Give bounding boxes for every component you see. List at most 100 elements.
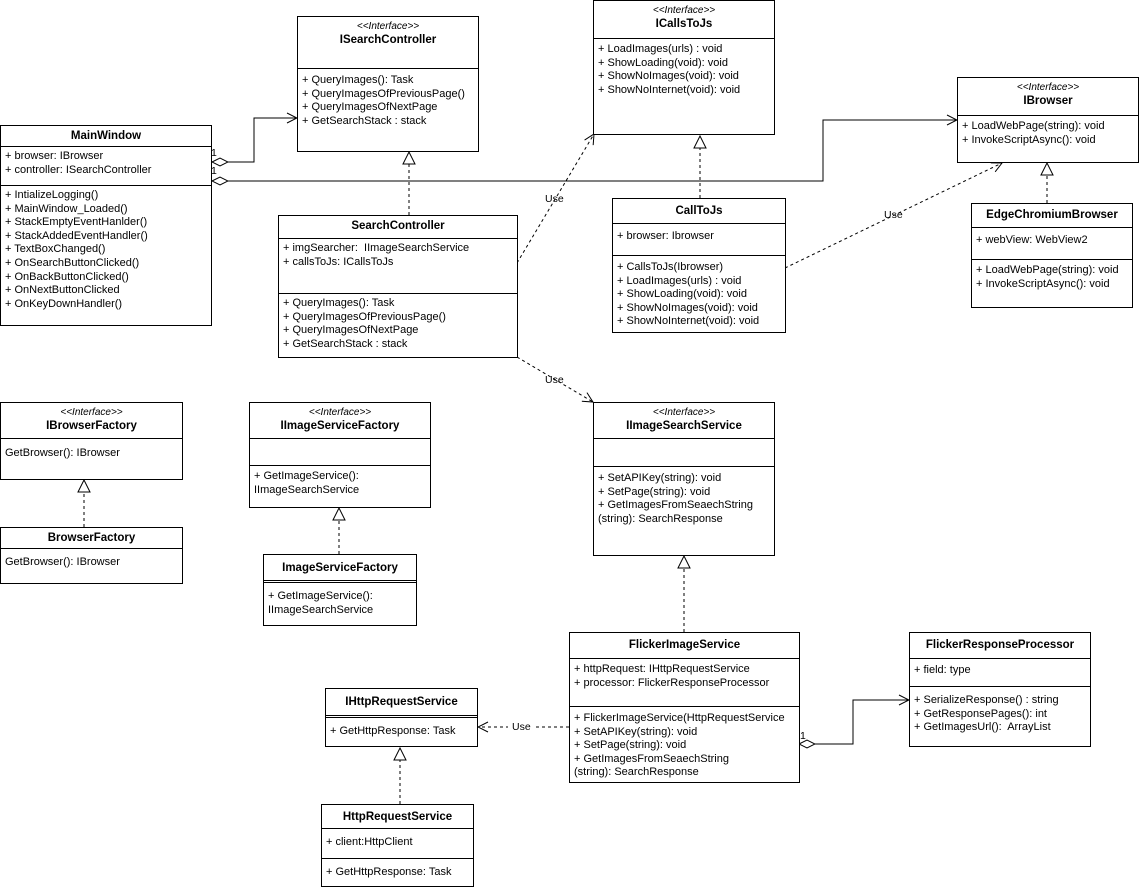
interface-ibrowser-factory[interactable]: <<Interface>> IBrowserFactory GetBrowser… bbox=[0, 402, 183, 480]
method: + GetImageService(): bbox=[268, 590, 373, 602]
stereotype: <<Interface>> bbox=[1016, 82, 1080, 93]
attribute: + httpRequest: IHttpRequestService bbox=[574, 663, 750, 675]
class-name: HttpRequestService bbox=[342, 811, 453, 823]
attributes-section: + browser: IBrowser + controller: ISearc… bbox=[1, 147, 211, 186]
method: + SetAPIKey(string): void bbox=[598, 472, 722, 484]
class-name: MainWindow bbox=[70, 130, 142, 142]
edge-mainwindow-ibrowser bbox=[212, 120, 957, 181]
method: + MainWindow_Loaded() bbox=[5, 202, 128, 215]
class-name: BrowserFactory bbox=[47, 532, 136, 544]
class-header: <<Interface>> ICallsToJs bbox=[594, 1, 774, 39]
attributes-section: + imgSearcher: IImageSearchService + cal… bbox=[279, 239, 517, 294]
interface-iimage-service-factory[interactable]: <<Interface>> IImageServiceFactory + Get… bbox=[249, 402, 431, 508]
class-name: ISearchController bbox=[339, 34, 437, 46]
method: + GetSearchStack : stack bbox=[283, 337, 408, 350]
class-browser-factory[interactable]: BrowserFactory GetBrowser(): IBrowser bbox=[0, 527, 183, 584]
methods-section: + QueryImages(): Task + QueryImagesOfPre… bbox=[279, 294, 517, 354]
class-main-window[interactable]: MainWindow + browser: IBrowser + control… bbox=[0, 125, 212, 326]
stereotype: <<Interface>> bbox=[308, 407, 372, 418]
method: + TextBoxChanged() bbox=[5, 243, 106, 256]
methods-section: + IntializeLogging() + MainWindow_Loaded… bbox=[1, 186, 211, 314]
method: + ShowNoImages(void): void bbox=[617, 301, 758, 314]
method: + GetImageService(): bbox=[254, 470, 359, 482]
attributes-section: + client:HttpClient bbox=[322, 829, 473, 859]
method: + LoadWebPage(string): void bbox=[962, 120, 1105, 132]
method: + LoadImages(urls) : void bbox=[598, 43, 723, 55]
method: + OnSearchButtonClicked() bbox=[5, 256, 140, 269]
interface-isearch-controller[interactable]: <<Interface>> ISearchController + QueryI… bbox=[297, 16, 479, 152]
class-name: IBrowser bbox=[1023, 95, 1073, 107]
class-name: IBrowserFactory bbox=[46, 420, 137, 432]
method: + GetHttpResponse: Task bbox=[326, 866, 452, 878]
class-name: IImageServiceFactory bbox=[280, 420, 400, 432]
interface-ibrowser[interactable]: <<Interface>> IBrowser + LoadWebPage(str… bbox=[957, 77, 1139, 163]
method: + QueryImages(): Task bbox=[283, 297, 395, 309]
attribute: + imgSearcher: IImageSearchService bbox=[283, 242, 470, 254]
edge-calltojs-uses-ibrowser bbox=[784, 163, 1002, 269]
method: + ShowNoInternet(void): void bbox=[598, 83, 741, 96]
edge-searchcontroller-uses-icallstojs bbox=[516, 134, 594, 264]
methods-section: + SerializeResponse() : string + GetResp… bbox=[910, 687, 1090, 738]
attribute: + callsToJs: ICallsToJs bbox=[283, 255, 394, 268]
use-label-sc-iiss: Use bbox=[545, 374, 564, 386]
method: + SetPage(string): void bbox=[598, 485, 711, 498]
attribute: + processor: FlickerResponseProcessor bbox=[574, 676, 770, 689]
class-flicker-response-processor[interactable]: FlickerResponseProcessor + field: type +… bbox=[909, 632, 1091, 747]
method: + SerializeResponse() : string bbox=[914, 694, 1059, 706]
method: IImageSearchService bbox=[268, 603, 374, 616]
use-label-calltojs-ibrowser: Use bbox=[884, 209, 903, 221]
class-header: EdgeChromiumBrowser bbox=[972, 204, 1132, 228]
method: GetBrowser(): IBrowser bbox=[5, 447, 120, 459]
class-name: FlickerImageService bbox=[628, 639, 741, 651]
method: + FlickerImageService(HttpRequestService bbox=[574, 712, 785, 724]
class-edge-chromium-browser[interactable]: EdgeChromiumBrowser + webView: WebView2 … bbox=[971, 203, 1133, 308]
method: + QueryImagesOfNextPage bbox=[302, 101, 438, 114]
interface-icalls-to-js[interactable]: <<Interface>> ICallsToJs + LoadImages(ur… bbox=[593, 0, 775, 135]
method: + InvokeScriptAsync(): void bbox=[976, 277, 1110, 290]
class-header: HttpRequestService bbox=[322, 805, 473, 829]
class-name: CallToJs bbox=[675, 205, 723, 217]
class-name: ImageServiceFactory bbox=[282, 562, 398, 574]
methods-section: GetBrowser(): IBrowser bbox=[1, 549, 182, 573]
method: + SetAPIKey(string): void bbox=[574, 725, 698, 738]
interface-ihttp-request-service[interactable]: IHttpRequestService + GetHttpResponse: T… bbox=[325, 688, 478, 747]
methods-section: + LoadWebPage(string): void + InvokeScri… bbox=[972, 260, 1132, 294]
method: + CallsToJs(Ibrowser) bbox=[617, 261, 724, 273]
use-label-sc-icalls: Use bbox=[545, 193, 564, 205]
methods-section: + LoadImages(urls) : void + ShowLoading(… bbox=[594, 39, 774, 100]
attributes-section bbox=[250, 439, 430, 466]
edge-searchcontroller-uses-iimagesearchservice bbox=[516, 356, 593, 402]
class-header: FlickerResponseProcessor bbox=[910, 633, 1090, 659]
class-header: BrowserFactory bbox=[1, 528, 182, 549]
methods-section: + GetImageService(): IImageSearchService bbox=[250, 466, 430, 500]
interface-iimage-search-service[interactable]: <<Interface>> IImageSearchService + SetA… bbox=[593, 402, 775, 556]
class-call-to-js[interactable]: CallToJs + browser: Ibrowser + CallsToJs… bbox=[612, 198, 786, 333]
attributes-section bbox=[594, 439, 774, 467]
method: + StackAddedEventHandler() bbox=[5, 229, 148, 242]
use-label-bg bbox=[508, 720, 534, 733]
method: + GetSearchStack : stack bbox=[302, 114, 427, 127]
methods-section: + LoadWebPage(string): void + InvokeScri… bbox=[958, 116, 1138, 150]
attribute: + browser: IBrowser bbox=[5, 150, 104, 162]
method: + ShowLoading(void): void bbox=[598, 56, 728, 69]
class-http-request-service[interactable]: HttpRequestService + client:HttpClient +… bbox=[321, 804, 474, 887]
class-search-controller[interactable]: SearchController + imgSearcher: IImageSe… bbox=[278, 215, 518, 358]
method: + InvokeScriptAsync(): void bbox=[962, 133, 1096, 146]
method: + ShowNoImages(void): void bbox=[598, 70, 739, 83]
methods-section: + SetAPIKey(string): void + SetPage(stri… bbox=[594, 467, 774, 529]
class-header: SearchController bbox=[279, 216, 517, 239]
attribute: + client:HttpClient bbox=[326, 836, 413, 848]
attribute: + webView: WebView2 bbox=[976, 234, 1088, 246]
attribute: + field: type bbox=[914, 664, 971, 676]
class-image-service-factory[interactable]: ImageServiceFactory + GetImageService():… bbox=[263, 554, 417, 626]
method: + LoadImages(urls) : void bbox=[617, 274, 742, 287]
method: + ShowNoInternet(void): void bbox=[617, 315, 760, 328]
class-name: IHttpRequestService bbox=[345, 696, 458, 708]
method: + QueryImagesOfNextPage bbox=[283, 324, 419, 337]
method: + GetImagesFromSeaechString bbox=[574, 752, 729, 765]
class-name: SearchController bbox=[351, 220, 445, 232]
method: + ShowLoading(void): void bbox=[617, 288, 747, 301]
attributes-section: + field: type bbox=[910, 659, 1090, 687]
class-flicker-image-service[interactable]: FlickerImageService + httpRequest: IHttp… bbox=[569, 632, 800, 783]
